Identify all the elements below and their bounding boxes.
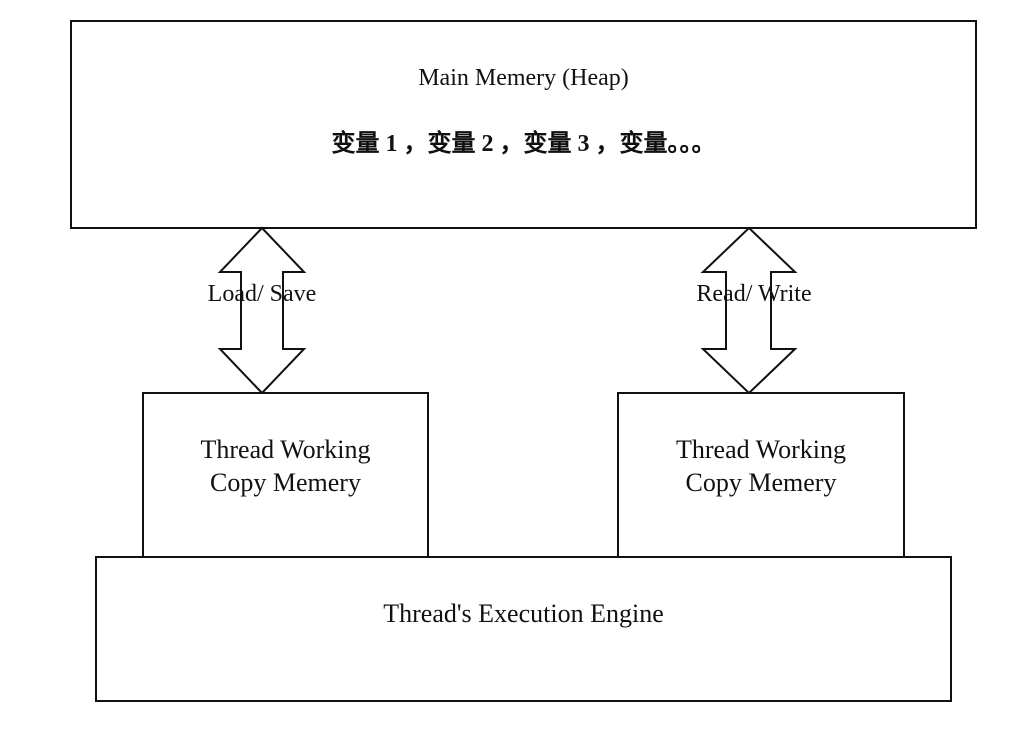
right-thread-working-copy-box xyxy=(617,392,905,558)
main-memory-box xyxy=(70,20,977,229)
left-thread-label-line2: Copy Memery xyxy=(210,468,361,497)
load-save-label: Load/ Save xyxy=(207,281,317,307)
right-thread-label-line2: Copy Memery xyxy=(685,468,837,497)
left-thread-working-copy-box xyxy=(142,392,429,558)
read-write-double-arrow xyxy=(700,226,798,395)
load-save-double-arrow xyxy=(217,226,307,395)
left-thread-label-line1: Thread Working xyxy=(200,435,371,464)
main-memory-variables: 变量 1 ，变量 2 ，变量 3 ，变量。。。 xyxy=(331,131,716,157)
execution-engine-box xyxy=(95,556,952,702)
right-thread-label-line1: Thread Working xyxy=(676,435,846,464)
execution-engine-label: Thread's Execution Engine xyxy=(383,599,664,628)
read-write-label: Read/ Write xyxy=(696,281,812,307)
main-memory-title: Main Memery (Heap) xyxy=(418,65,629,91)
